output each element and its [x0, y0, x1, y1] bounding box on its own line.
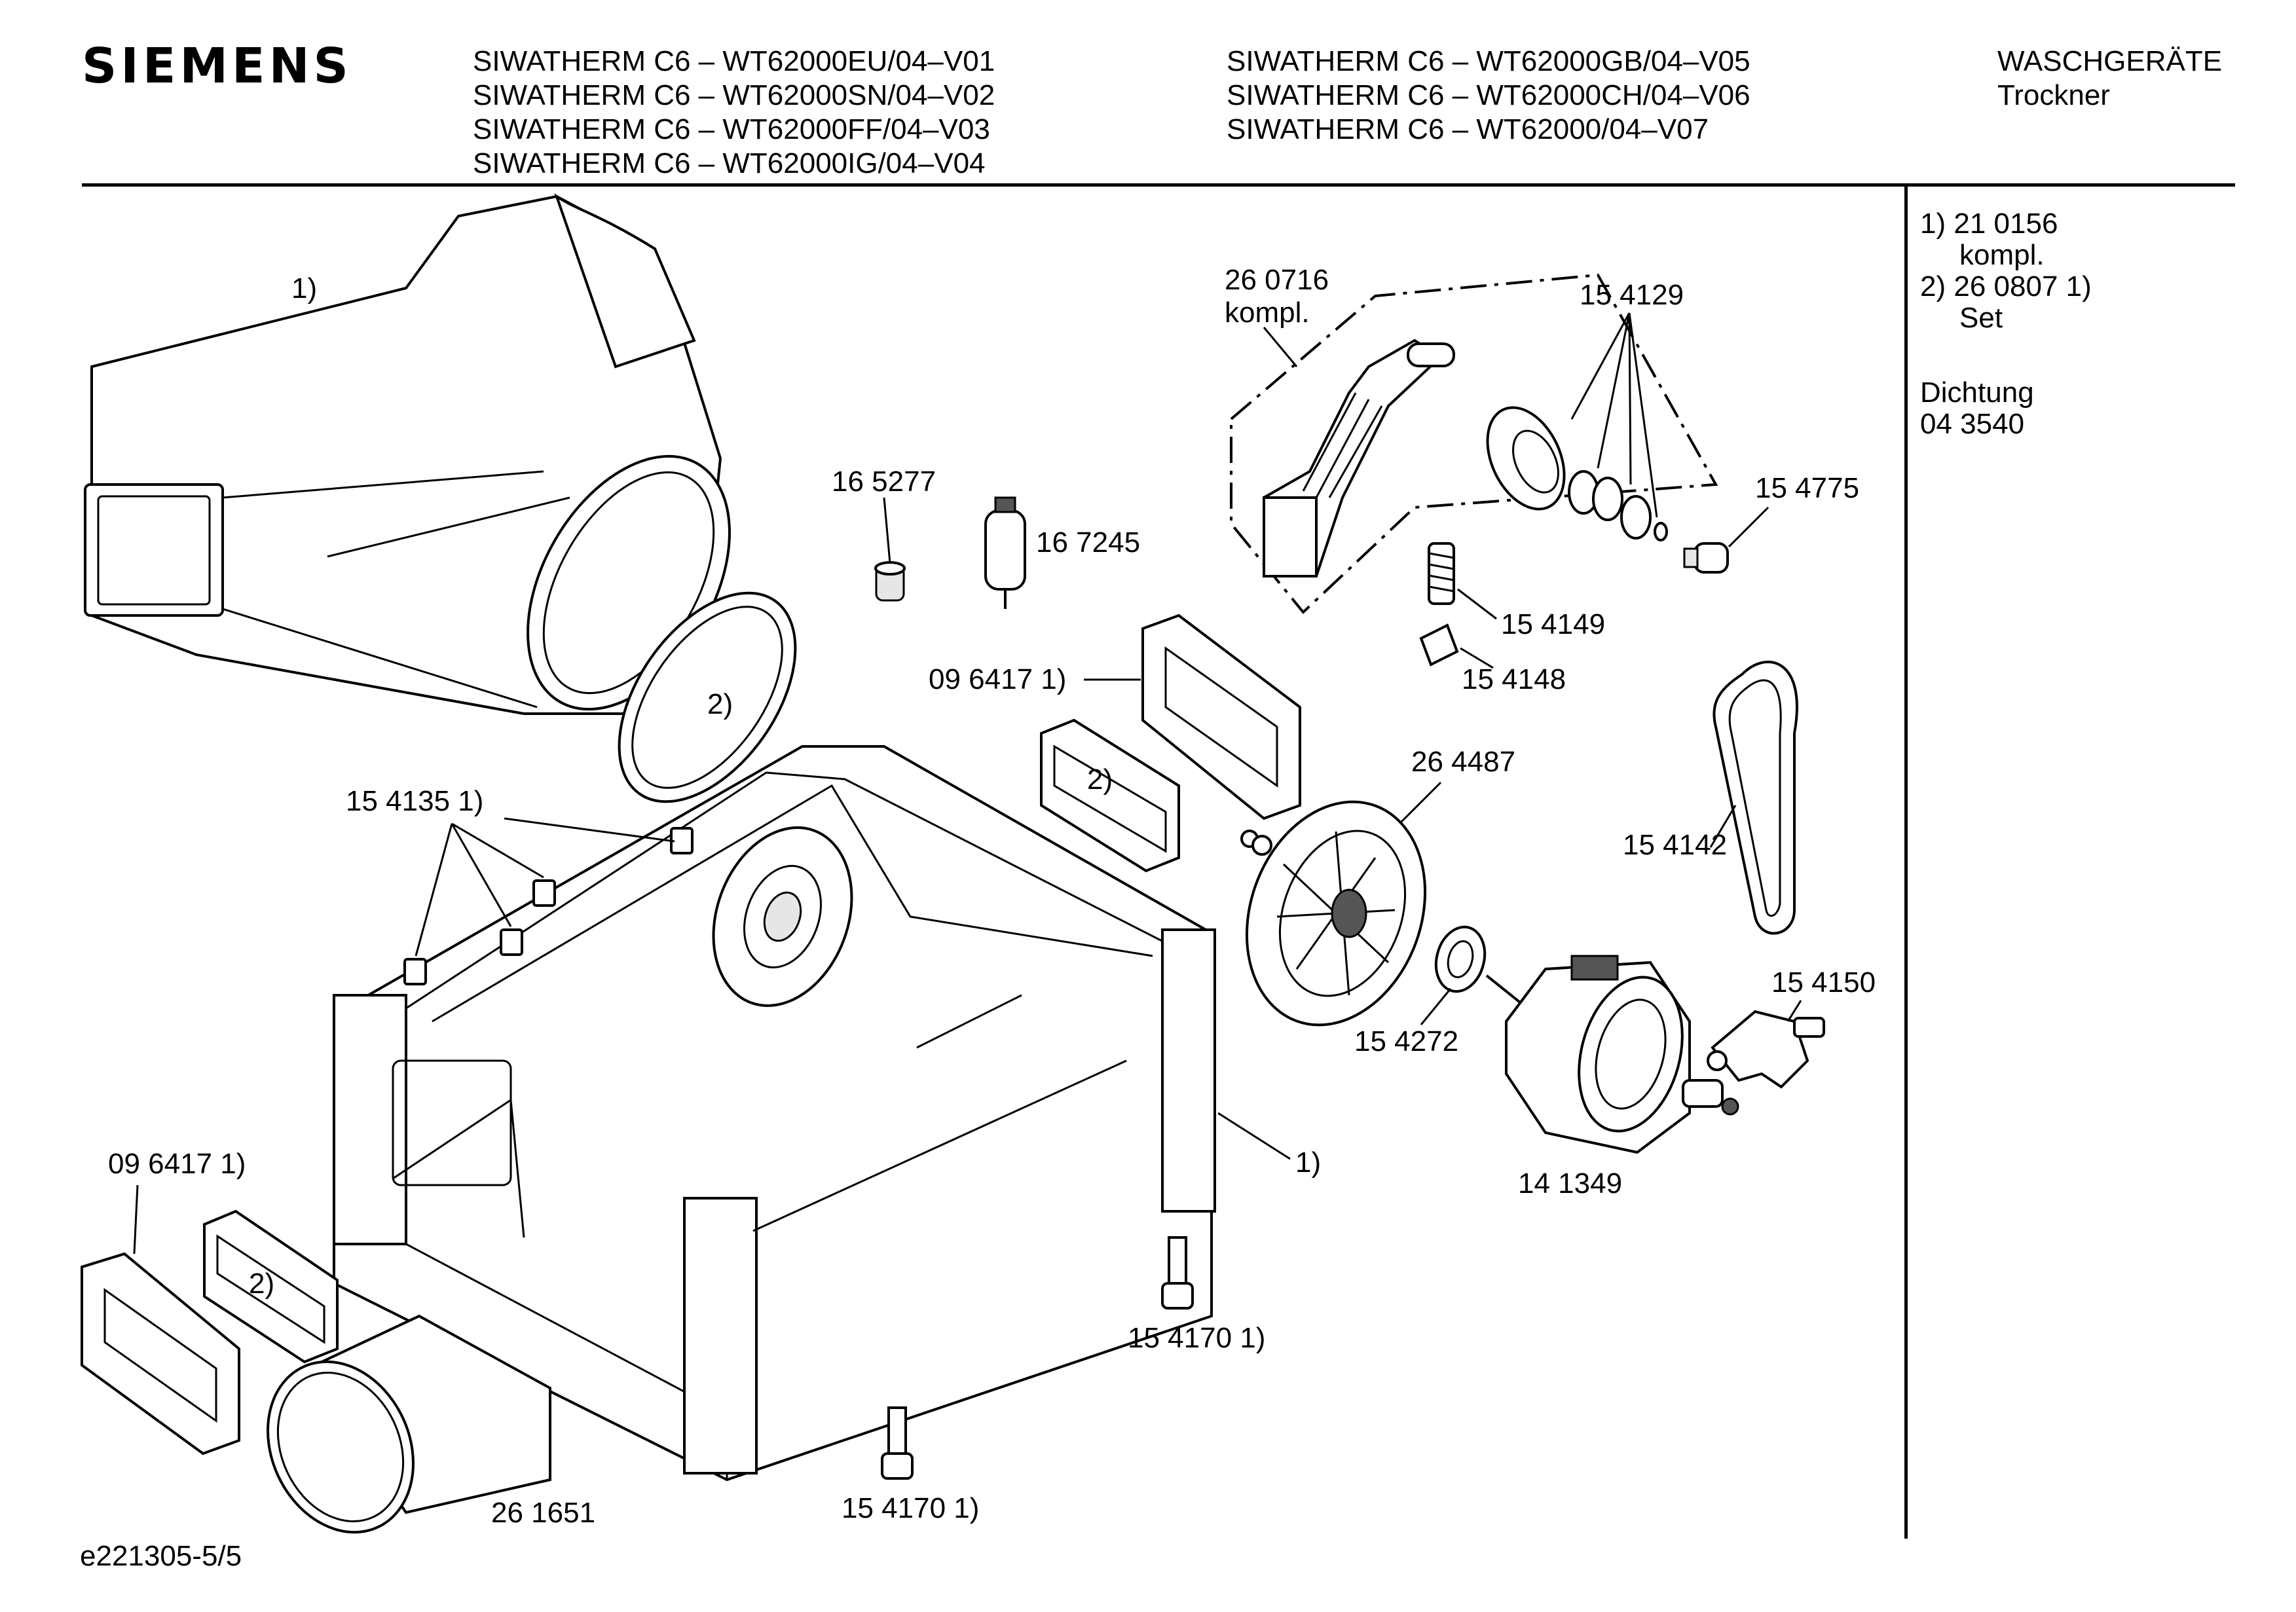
label-154129: 15 4129 [1580, 279, 1684, 311]
note-1: 1) 21 0156 [1920, 208, 2058, 240]
label-154775: 15 4775 [1755, 472, 1859, 504]
label-154170-b: 15 4170 1) [842, 1492, 979, 1524]
diagram-code: e221305-5/5 [80, 1540, 242, 1572]
base-housing-drawing [333, 745, 1216, 1482]
model-line: SIWATHERM C6 – WT62000EU/04–V01 [473, 45, 995, 77]
gasket-mid-drawing [1040, 718, 1180, 873]
model-line: SIWATHERM C6 – WT62000IG/04–V04 [473, 147, 986, 179]
motor-drawing [1485, 955, 1739, 1154]
label-165277: 16 5277 [832, 466, 936, 498]
label-264487: 26 4487 [1411, 746, 1515, 778]
screw-plug-drawing [1683, 542, 1729, 574]
note-2: 2) 26 0807 1) [1920, 270, 2092, 302]
screw-a-drawing [1161, 1236, 1194, 1310]
grommet-drawing [874, 497, 906, 602]
model-line: SIWATHERM C6 – WT62000CH/04–V06 [1227, 79, 1750, 111]
oval-gasket-drawing [618, 591, 797, 803]
label-154272: 15 4272 [1354, 1025, 1458, 1057]
screw-b-drawing [881, 1406, 914, 1480]
label-260716: 26 0716 [1225, 264, 1329, 296]
label-096417-mid: 09 6417 1) [929, 663, 1066, 695]
note-1-desc: kompl. [1959, 239, 2045, 271]
tensioner-arm-drawing [1262, 339, 1455, 577]
assembly-outline [1230, 273, 1718, 614]
label-154170-a: 15 4170 1) [1128, 1322, 1265, 1354]
label-154148: 15 4148 [1462, 663, 1566, 695]
label-gasket-mid: 2) [1087, 763, 1113, 796]
brand-logo: SIEMENS [82, 38, 352, 94]
notes-sidebar: 1) 21 0156 kompl. 2) 26 0807 1) Set Dich… [1920, 208, 2092, 440]
category-title: WASCHGERÄTE [1997, 45, 2223, 77]
label-154150: 15 4150 [1771, 966, 1876, 998]
model-line: SIWATHERM C6 – WT62000SN/04–V02 [473, 79, 995, 111]
label-096417-low: 09 6417 1) [108, 1148, 246, 1180]
fan-wheel-drawing [1240, 800, 1427, 1027]
label-housing: 1) [1295, 1146, 1321, 1179]
label-141349: 14 1349 [1518, 1167, 1622, 1200]
label-air-duct: 1) [291, 272, 317, 304]
label-261651: 26 1651 [491, 1497, 595, 1529]
note-2-desc: Set [1959, 302, 2003, 334]
model-list-1: SIWATHERM C6 – WT62000EU/04–V01 SIWATHER… [473, 45, 995, 181]
gasket-low-drawing [203, 1209, 339, 1364]
label-260716-kompl: kompl. [1225, 297, 1310, 329]
model-list-2: SIWATHERM C6 – WT62000GB/04–V05 SIWATHER… [1227, 45, 1750, 147]
clip-set-drawing [403, 827, 694, 985]
motor-clamp-drawing [1707, 1010, 1825, 1089]
label-167245: 16 7245 [1036, 526, 1140, 559]
model-line: SIWATHERM C6 – WT62000/04–V07 [1227, 113, 1709, 145]
seal-value: 04 3540 [1920, 408, 2025, 440]
spring-drawing [1428, 542, 1455, 605]
category-subtitle: Trockner [1997, 79, 2110, 111]
label-gasket-low: 2) [249, 1268, 274, 1300]
label-154142: 15 4142 [1623, 829, 1727, 861]
drive-belt-drawing [1713, 661, 1798, 935]
exhaust-adapter-drawing [267, 1314, 551, 1534]
label-gasket-top: 2) [707, 688, 733, 720]
bearing-drawing [1434, 925, 1487, 993]
model-line: SIWATHERM C6 – WT62000FF/04–V03 [473, 113, 990, 145]
spring-mount-drawing [1419, 623, 1459, 667]
label-154135: 15 4135 1) [346, 785, 483, 817]
label-154149: 15 4149 [1501, 608, 1605, 640]
pulley-set-drawing [1486, 406, 1668, 541]
capacitor-drawing [984, 496, 1026, 609]
flange-low-drawing [81, 1252, 240, 1456]
flange-mid-drawing [1141, 614, 1301, 820]
model-line: SIWATHERM C6 – WT62000GB/04–V05 [1227, 45, 1750, 77]
seal-label: Dichtung [1920, 376, 2034, 409]
category-block: WASCHGERÄTE Trockner [1997, 45, 2222, 113]
header-divider [82, 183, 2235, 187]
sidebar-divider [1904, 187, 1908, 1539]
